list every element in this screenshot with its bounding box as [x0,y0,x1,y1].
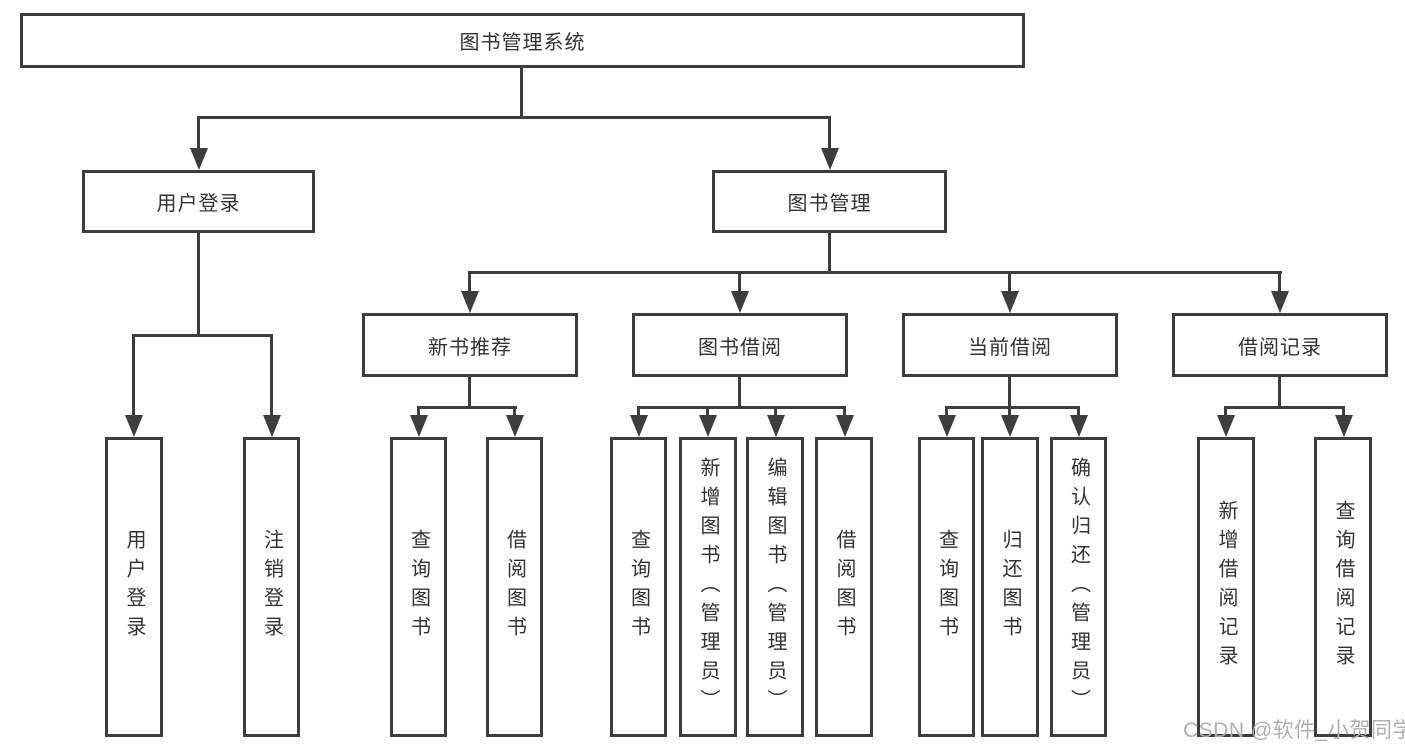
node-user-login: 用户登录 [82,170,315,233]
leaf-edit-books-admin-label: 编辑图书（管理员） [764,456,786,718]
arrow-down-icon [836,415,854,437]
arrow-down-icon [938,415,956,437]
leaf-return-books: 归还图书 [981,437,1039,737]
leaf-borrow-books: 借阅图书 [815,437,873,737]
connector-root-rail [197,116,831,119]
arrow-down-icon [461,291,479,313]
connector-drop [945,408,948,418]
arrow-down-icon [506,415,524,437]
node-borrow-records: 借阅记录 [1172,313,1388,377]
leaf-add-borrow-record: 新增借阅记录 [1197,437,1255,737]
connector-current-borrow-stem [1008,377,1011,408]
node-current-borrow: 当前借阅 [902,313,1118,377]
node-root-system-label: 图书管理系统 [459,32,586,54]
connector-book-borrow-stem [738,377,741,408]
leaf-edit-books-admin: 编辑图书（管理员） [746,437,804,737]
leaf-query-books-current-label: 查询图书 [935,529,958,645]
arrow-down-icon [699,415,717,437]
arrow-down-icon [731,291,749,313]
connector-book-borrow-rail [637,406,846,409]
connector-drop-book-borrow [738,273,741,293]
connector-book-mgmt-stem [828,233,831,273]
connector-drop [843,408,846,418]
connector-drop [637,408,640,418]
leaf-confirm-return-admin-label: 确认归还（管理员） [1067,456,1090,718]
connector-new-book-stem [468,377,471,408]
node-borrow-records-label: 借阅记录 [1238,336,1322,359]
leaf-add-books-admin: 新增图书（管理员） [679,437,737,737]
arrow-down-icon [1070,415,1088,437]
connector-drop-new-book [468,273,471,293]
leaf-add-borrow-record-label: 新增借阅记录 [1215,500,1237,674]
arrow-down-icon [1001,415,1019,437]
arrow-down-icon [263,415,281,437]
connector-new-book-rail [417,406,517,409]
leaf-borrow-books-recommend: 借阅图书 [486,437,543,737]
leaf-query-books-recommend: 查询图书 [390,437,447,737]
leaf-add-books-admin-label: 新增图书（管理员） [697,456,719,718]
connector-book-mgmt-rail [468,271,1282,274]
arrow-down-icon [821,148,839,170]
leaf-logout-label: 注销登录 [260,529,283,645]
leaf-query-books-current: 查询图书 [918,437,975,737]
arrow-down-icon [410,415,428,437]
node-new-book-recommend-label: 新书推荐 [428,336,512,359]
connector-drop [706,408,709,418]
connector-drop-current-borrow [1008,273,1011,293]
connector-user-login-stem [197,233,200,336]
node-current-borrow-label: 当前借阅 [968,336,1052,359]
leaf-borrow-books-recommend-label: 借阅图书 [503,529,526,645]
node-new-book-recommend: 新书推荐 [362,313,578,377]
connector-drop [1342,408,1345,418]
leaf-query-borrow-record-label: 查询借阅记录 [1332,500,1354,674]
arrow-down-icon [1271,291,1289,313]
arrow-down-icon [767,415,785,437]
arrow-down-icon [630,415,648,437]
leaf-borrow-books-label: 借阅图书 [833,529,855,645]
leaf-query-books-borrow-label: 查询图书 [627,529,650,645]
connector-drop [417,408,420,418]
node-book-borrow: 图书借阅 [632,313,848,377]
arrow-down-icon [1335,415,1353,437]
arrow-down-icon [1217,415,1235,437]
connector-drop-user-login [197,118,200,150]
node-root-system: 图书管理系统 [20,13,1025,68]
connector-drop-book-mgmt [828,118,831,150]
connector-drop [1224,408,1227,418]
leaf-return-books-label: 归还图书 [999,529,1021,645]
leaf-confirm-return-admin: 确认归还（管理员） [1050,437,1107,737]
arrow-down-icon [1001,291,1019,313]
leaf-query-books-borrow: 查询图书 [610,437,667,737]
connector-borrow-records-stem [1278,377,1281,408]
connector-drop [774,408,777,418]
csdn-watermark: CSDN @软件_小贺同学 [1183,719,1405,742]
leaf-user-login: 用户登录 [105,437,163,737]
connector-drop-leaf-logout [270,336,273,418]
connector-drop-leaf-login [132,336,135,418]
connector-root-stem [520,68,523,118]
node-book-management: 图书管理 [712,170,947,233]
leaf-query-borrow-record: 查询借阅记录 [1314,437,1372,737]
connector-drop [513,408,516,418]
connector-user-login-rail [132,334,273,337]
node-book-management-label: 图书管理 [787,193,872,215]
arrow-down-icon [125,415,143,437]
connector-drop [1008,408,1011,418]
connector-drop [1077,408,1080,418]
leaf-user-login-label: 用户登录 [123,529,145,645]
connector-drop-borrow-records [1278,273,1281,293]
connector-borrow-records-rail [1224,406,1345,409]
connector-current-borrow-rail [945,406,1080,409]
arrow-down-icon [190,148,208,170]
leaf-query-books-recommend-label: 查询图书 [407,529,430,645]
leaf-logout: 注销登录 [243,437,300,737]
node-user-login-label: 用户登录 [156,193,241,215]
node-book-borrow-label: 图书借阅 [698,336,782,359]
